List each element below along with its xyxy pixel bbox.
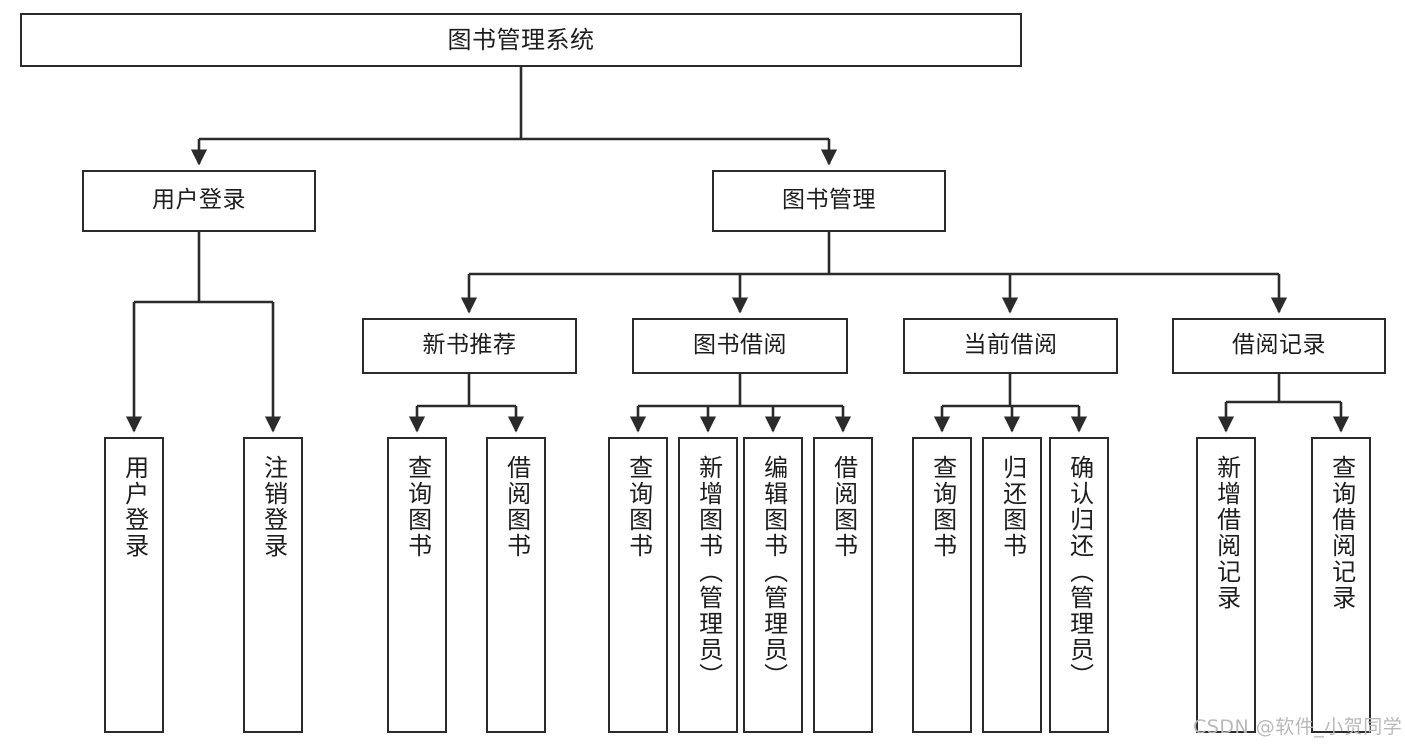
node-borrow-record-label: 借阅记录 (1232, 332, 1326, 359)
node-leaf-edit-book[interactable]: 编辑图书（管理员） (743, 437, 803, 733)
node-root-label: 图书管理系统 (447, 25, 595, 54)
node-leaf-user-login[interactable]: 用户登录 (104, 437, 164, 733)
node-leaf-borrow-book-rec-label: 借阅图书 (502, 455, 531, 559)
node-book-manage-label: 图书管理 (782, 187, 876, 214)
node-leaf-user-login-label: 用户登录 (120, 455, 149, 559)
node-leaf-query-record[interactable]: 查询借阅记录 (1311, 437, 1371, 733)
node-leaf-query-book-borrow[interactable]: 查询图书 (608, 437, 668, 733)
node-leaf-logout[interactable]: 注销登录 (243, 437, 303, 733)
node-leaf-query-book-rec-label: 查询图书 (403, 455, 432, 559)
node-book-manage[interactable]: 图书管理 (712, 170, 946, 232)
node-leaf-query-book-cur[interactable]: 查询图书 (912, 437, 972, 733)
node-leaf-return-book[interactable]: 归还图书 (982, 437, 1042, 733)
node-leaf-query-book-rec[interactable]: 查询图书 (387, 437, 447, 733)
node-leaf-add-book-label: 新增图书（管理员） (694, 455, 723, 689)
node-leaf-add-book[interactable]: 新增图书（管理员） (678, 437, 738, 733)
node-new-book-rec[interactable]: 新书推荐 (362, 318, 577, 374)
node-current-borrow-label: 当前借阅 (963, 332, 1058, 359)
node-leaf-add-record[interactable]: 新增借阅记录 (1196, 437, 1256, 733)
node-leaf-edit-book-label: 编辑图书（管理员） (759, 455, 788, 689)
csdn-watermark: CSDN @软件_小贺同学 (1193, 716, 1403, 738)
node-leaf-confirm-return-label: 确认归还（管理员） (1065, 455, 1094, 689)
node-leaf-borrow-book-rec[interactable]: 借阅图书 (486, 437, 546, 733)
node-book-borrow-label: 图书借阅 (693, 332, 787, 359)
node-leaf-query-book-borrow-label: 查询图书 (624, 455, 653, 559)
node-borrow-record[interactable]: 借阅记录 (1172, 318, 1386, 374)
node-user-login[interactable]: 用户登录 (82, 170, 316, 232)
node-leaf-confirm-return[interactable]: 确认归还（管理员） (1049, 437, 1109, 733)
node-user-login-label: 用户登录 (152, 187, 246, 214)
node-leaf-borrow-book[interactable]: 借阅图书 (813, 437, 873, 733)
node-leaf-logout-label: 注销登录 (259, 455, 288, 559)
node-leaf-query-record-label: 查询借阅记录 (1327, 455, 1356, 611)
node-root[interactable]: 图书管理系统 (20, 13, 1022, 67)
node-leaf-borrow-book-label: 借阅图书 (829, 455, 858, 559)
node-new-book-rec-label: 新书推荐 (422, 332, 517, 359)
node-leaf-add-record-label: 新增借阅记录 (1212, 455, 1241, 611)
node-leaf-return-book-label: 归还图书 (998, 455, 1027, 559)
node-leaf-query-book-cur-label: 查询图书 (928, 455, 957, 559)
node-current-borrow[interactable]: 当前借阅 (903, 318, 1118, 374)
node-book-borrow[interactable]: 图书借阅 (632, 318, 848, 374)
